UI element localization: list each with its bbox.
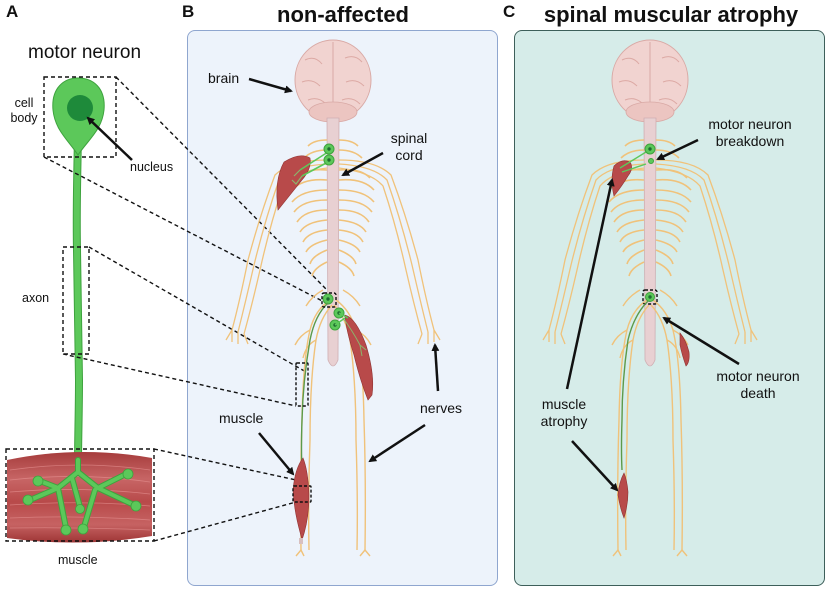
muscle-atrophy-line2: atrophy [540, 413, 588, 429]
nerves-arrow-lower [368, 423, 426, 463]
motor-neuron-death-line1: motor neuron [716, 368, 800, 384]
muscle-label-b: muscle [219, 410, 264, 426]
panel-a-title: motor neuron [28, 42, 142, 63]
panel-c-muscles-neurons [611, 143, 690, 519]
panel-a-neuron [52, 77, 105, 469]
connector-line [43, 156, 331, 306]
thigh-muscle-shape [344, 314, 374, 401]
spinal-cord-label-line2: cord [395, 147, 423, 163]
arm-muscle-shape [276, 155, 311, 211]
connector-line [153, 501, 297, 542]
brain-arrow [248, 77, 293, 94]
muscle-arrow [258, 432, 295, 476]
brain-label: brain [208, 70, 240, 86]
panel-c-box [514, 30, 825, 586]
motor-neuron-death-arrow [662, 316, 740, 366]
cell-body-zoom-box [43, 76, 117, 158]
panel-a-letter: A [6, 2, 19, 21]
panel-b-box [187, 30, 498, 586]
muscle-label-a: muscle [58, 553, 98, 567]
axon-label: axon [22, 291, 50, 305]
nucleus-arrow [86, 116, 133, 161]
panel-b-muscles-neurons [276, 143, 374, 544]
muscle-atrophy-arrow-lower [571, 440, 619, 492]
nerves-arrow-upper [431, 343, 440, 392]
motor-neuron-breakdown-label: motor neuron breakdown [700, 116, 800, 150]
motor-neuron-death-label: motor neuron death [708, 368, 808, 402]
axon-zoom-box [62, 246, 90, 355]
panel-c-letter: C [503, 2, 516, 21]
panel-b-title: non-affected [277, 2, 409, 27]
muscle-atrophy-arrow-upper [565, 178, 615, 390]
panel-c-title: spinal muscular atrophy [543, 2, 799, 27]
cell-body-label-line2: body [10, 111, 38, 125]
motor-neuron-breakdown-line1: motor neuron [708, 116, 792, 132]
connector-line [153, 448, 297, 481]
panel-a-muscle [7, 451, 152, 543]
calf-muscle-shape [292, 457, 310, 542]
cell-body-label-line1: cell [14, 96, 34, 110]
brain-shape [294, 39, 372, 123]
spinal-cord-label: spinal cord [386, 130, 432, 164]
muscle-zoom-box [5, 448, 155, 542]
nucleus-label: nucleus [130, 160, 174, 174]
motor-neuron-breakdown-arrow [656, 138, 699, 161]
spinal-cord-label-line1: spinal [390, 130, 428, 146]
muscle-atrophy-line1: muscle [541, 396, 587, 412]
spinal-cord-arrow [341, 151, 384, 177]
motor-neuron-death-line2: death [740, 385, 776, 401]
nucleus-shape [67, 95, 93, 121]
connector-line [115, 76, 331, 294]
nerves-label: nerves [420, 400, 463, 416]
cell-body-label: cell body [6, 96, 42, 126]
motor-neuron-breakdown-line2: breakdown [715, 133, 785, 149]
connector-line [62, 353, 297, 407]
muscle-atrophy-label: muscle atrophy [534, 396, 594, 430]
connector-line [88, 246, 307, 373]
panel-b-letter: B [182, 2, 195, 21]
